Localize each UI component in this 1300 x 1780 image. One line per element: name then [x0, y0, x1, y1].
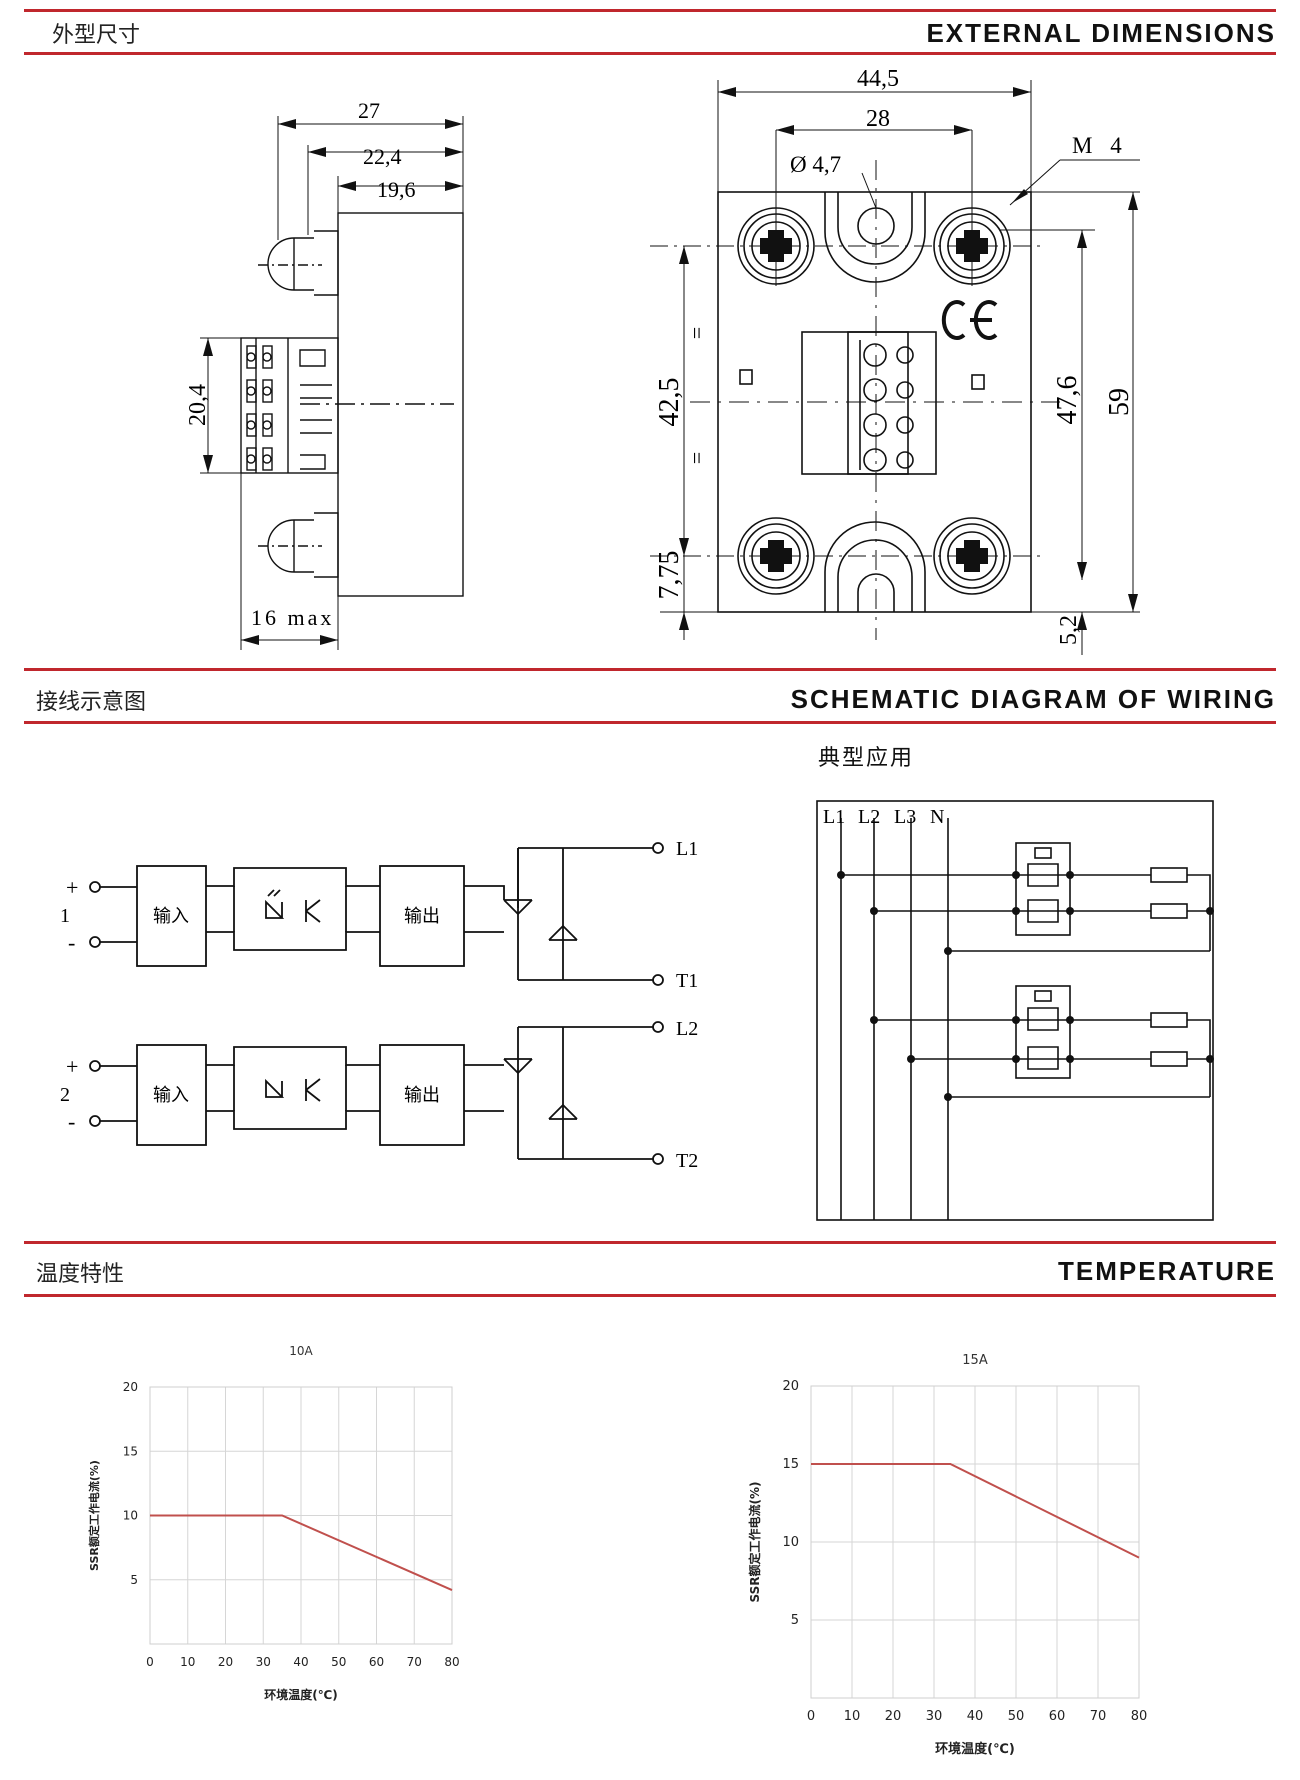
- section-rule: [24, 1294, 1276, 1297]
- y-tick-label: 20: [123, 1380, 138, 1394]
- y-tick-label: 10: [782, 1535, 799, 1550]
- x-tick-label: 80: [444, 1655, 459, 1669]
- front-view-drawing: 44,5 28 Ø 4,7 M 4 42,5 47,6 59 7,75 5,2 …: [640, 60, 1160, 640]
- out-T1-label: T1: [676, 970, 698, 992]
- dim-7-75-label: 7,75: [654, 551, 685, 600]
- typical-application-title: 典型应用: [818, 740, 914, 772]
- chart-title: 10A: [289, 1344, 313, 1358]
- x-tick-label: 50: [1008, 1709, 1025, 1724]
- dim-27-label: 27: [358, 98, 380, 123]
- x-tick-label: 10: [180, 1655, 195, 1669]
- dim-44-5-label: 44,5: [857, 66, 899, 92]
- x-tick-label: 40: [967, 1709, 984, 1724]
- ch2-number: 2: [60, 1084, 70, 1106]
- ch2-input-label: 输入: [153, 1085, 189, 1106]
- line-L1-label: L1: [823, 806, 845, 828]
- dim-22-4-label: 22,4: [363, 144, 402, 169]
- x-tick-label: 70: [1090, 1709, 1107, 1724]
- section-rule: [24, 1241, 1276, 1244]
- section-rule: [24, 52, 1276, 55]
- y-axis-label: SSR额定工作电流(%): [87, 1460, 101, 1571]
- derating-chart-10a: 0 10 20 30 40 50 60 70 80 5 10 15 20 10A 环境温度(℃) SSR额定工…: [60, 1330, 580, 1730]
- equal-mark-top: =: [684, 327, 709, 339]
- x-axis-label: 环境温度(℃): [935, 1741, 1015, 1757]
- line-L2-label: L2: [858, 806, 880, 828]
- dim-28-label: 28: [866, 106, 890, 132]
- x-tick-label: 60: [369, 1655, 384, 1669]
- x-tick-label: 60: [1049, 1709, 1066, 1724]
- ch1-number: 1: [60, 905, 70, 927]
- dim-16-max-label: 16 max: [251, 605, 334, 630]
- dim-42-5-label: 42,5: [654, 378, 685, 427]
- side-view-drawing: 27 22,4 19,6 20,4 16 max: [160, 70, 580, 630]
- section-title-cn: 温度特性: [36, 1256, 124, 1288]
- x-tick-label: 40: [293, 1655, 308, 1669]
- dim-20-4-label: 20,4: [185, 384, 211, 426]
- ch2-plus: +: [66, 1054, 78, 1079]
- ch1-output-label: 输出: [404, 906, 440, 927]
- out-L1-label: L1: [676, 838, 698, 860]
- ch1-minus: -: [68, 930, 75, 955]
- x-tick-label: 10: [844, 1709, 861, 1724]
- y-tick-label: 15: [123, 1444, 138, 1458]
- equal-mark-bottom: =: [684, 452, 709, 464]
- section-title-en: EXTERNAL DIMENSIONS: [926, 18, 1276, 49]
- section-rule: [24, 721, 1276, 724]
- typical-application-diagram: L1 L2 L3 N: [810, 790, 1230, 1230]
- dim-19-6-label: 19,6: [377, 177, 416, 202]
- x-tick-label: 30: [926, 1709, 943, 1724]
- section-rule: [24, 668, 1276, 671]
- y-tick-label: 20: [782, 1379, 799, 1394]
- x-tick-label: 80: [1131, 1709, 1148, 1724]
- y-axis-label: SSR额定工作电流(%): [747, 1482, 762, 1603]
- dim-m4-label: M 4: [1072, 133, 1128, 158]
- dim-5-2-label: 5,2: [1056, 615, 1082, 645]
- y-tick-label: 5: [130, 1573, 138, 1587]
- derating-chart-15a: 0 10 20 30 40 50 60 70 80 5 10 15 20 15A 环境温度(℃) SSR额定工…: [720, 1340, 1260, 1780]
- ch1-input-label: 输入: [153, 906, 189, 927]
- x-tick-label: 20: [218, 1655, 233, 1669]
- x-tick-label: 20: [885, 1709, 902, 1724]
- out-T2-label: T2: [676, 1150, 698, 1172]
- line-L3-label: L3: [894, 806, 916, 828]
- dim-hole-label: Ø 4,7: [790, 152, 841, 177]
- section-title-cn: 接线示意图: [36, 684, 146, 716]
- section-title-en: TEMPERATURE: [1058, 1256, 1276, 1287]
- ch1-plus: +: [66, 875, 78, 900]
- section-title-en: SCHEMATIC DIAGRAM OF WIRING: [791, 684, 1276, 715]
- section-title-cn: 外型尺寸: [52, 17, 140, 49]
- x-axis-label: 环境温度(℃): [264, 1687, 338, 1702]
- x-tick-label: 50: [331, 1655, 346, 1669]
- chart-title: 15A: [962, 1353, 988, 1368]
- out-L2-label: L2: [676, 1018, 698, 1040]
- line-N-label: N: [930, 806, 944, 828]
- section-rule: [24, 9, 1276, 12]
- wiring-schematic: + 1 - 输入 输出 L1 T1 + 2 - 输入 输出 L2 T2: [50, 810, 730, 1190]
- y-tick-label: 10: [123, 1509, 138, 1523]
- dim-47-6-label: 47,6: [1052, 376, 1083, 425]
- x-tick-label: 0: [807, 1709, 815, 1724]
- ch2-output-label: 输出: [404, 1085, 440, 1106]
- ch2-minus: -: [68, 1109, 75, 1134]
- y-tick-label: 5: [791, 1613, 799, 1628]
- x-tick-label: 70: [407, 1655, 422, 1669]
- dim-59-label: 59: [1104, 388, 1135, 416]
- x-tick-label: 0: [146, 1655, 154, 1669]
- y-tick-label: 15: [782, 1457, 799, 1472]
- x-tick-label: 30: [256, 1655, 271, 1669]
